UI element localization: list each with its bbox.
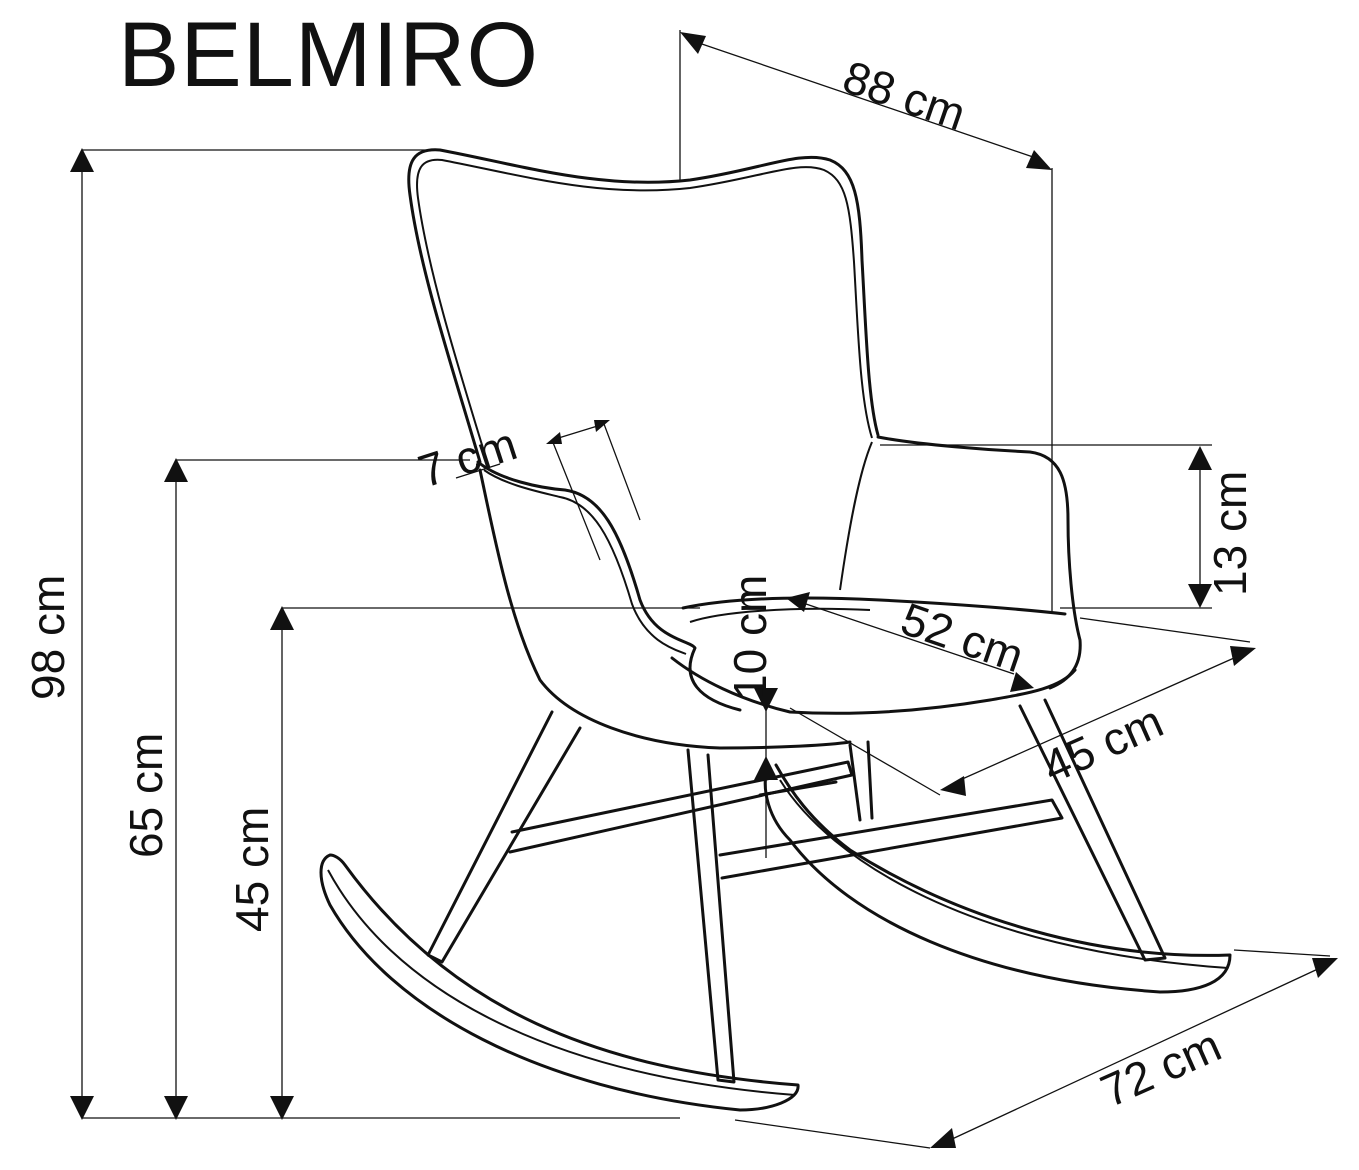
arrow-left-icon (546, 432, 562, 444)
arrow-left-icon (680, 32, 706, 54)
dimension-frame-thickness: 7 cm (412, 417, 523, 497)
arrow-down-icon (70, 1096, 94, 1120)
arrow-left-icon (940, 776, 966, 796)
arrow-down-icon (270, 1096, 294, 1120)
arrow-left-icon (930, 1128, 956, 1148)
dimension-seat-thickness: 10 cm (724, 575, 776, 700)
dimension-armrest-above-seat: 13 cm (1204, 471, 1256, 596)
arrow-up-icon (270, 606, 294, 630)
dimension-total-width: 72 cm (1093, 1019, 1229, 1117)
arrow-down-icon (754, 688, 778, 712)
arrow-right-icon (594, 420, 610, 432)
chair-illustration (319, 148, 1232, 1112)
arrow-right-icon (1312, 958, 1338, 978)
arrow-right-icon (1026, 150, 1052, 170)
dimension-total-depth: 88 cm (837, 50, 972, 140)
arrow-down-icon (1188, 584, 1212, 608)
arrow-down-icon (164, 1096, 188, 1120)
arrow-right-icon (1010, 672, 1034, 692)
arrow-left-icon (786, 592, 810, 612)
arrow-up-icon (754, 756, 778, 780)
dimension-armrest-height: 65 cm (120, 733, 172, 858)
dimension-lines (70, 30, 1338, 1149)
arrow-up-icon (1188, 446, 1212, 470)
dimension-seat-height: 45 cm (226, 807, 278, 932)
arrow-up-icon (70, 148, 94, 172)
dimension-total-height: 98 cm (22, 575, 74, 700)
arrow-right-icon (1230, 646, 1256, 666)
arrow-up-icon (164, 458, 188, 482)
product-title: BELMIRO (118, 4, 539, 106)
dimension-seat-width: 45 cm (1035, 695, 1171, 793)
